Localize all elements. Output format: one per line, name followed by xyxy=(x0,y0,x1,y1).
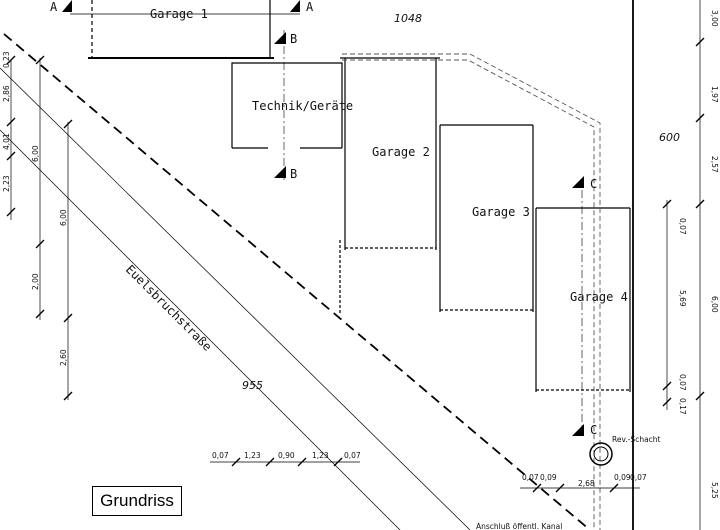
parcel-1048: 1048 xyxy=(394,12,422,25)
dim-left-inner-1: 6,00 xyxy=(59,209,68,226)
parcel-955: 955 xyxy=(242,379,263,392)
dim-left-inner-2: 2,60 xyxy=(59,349,68,366)
section-c-bottom-icon xyxy=(572,424,584,436)
rev-schacht-label: Rev.-Schacht xyxy=(612,435,661,444)
dim-br-3: 2,68 xyxy=(578,479,595,488)
garage-2 xyxy=(339,57,440,315)
street-name: Euelsbruchstraße xyxy=(123,262,215,354)
section-c-top-label: C xyxy=(590,177,597,191)
parcel-600: 600 xyxy=(659,131,680,144)
dimension-lines xyxy=(10,0,701,530)
dim-bottom-5: 0,07 xyxy=(344,451,361,460)
dim-left-mid-1: 6,00 xyxy=(31,145,40,162)
dim-right-outer-3: 2,57 xyxy=(710,156,719,173)
dim-right-outer-2: 1,97 xyxy=(710,86,719,103)
dim-left-mid-2: 2,00 xyxy=(31,273,40,290)
dim-right-inner-2: 5,69 xyxy=(678,290,687,307)
dim-right-inner-1: 0,07 xyxy=(678,218,687,235)
rev-schacht xyxy=(581,190,613,466)
street-edge-upper xyxy=(0,67,471,530)
dim-bottom-3: 0,90 xyxy=(278,451,295,460)
section-b-bottom-label: B xyxy=(290,167,297,181)
kanal-note: Anschluß öffentl. Kanal xyxy=(476,522,562,530)
section-c-bottom-label: C xyxy=(590,423,597,437)
section-a-left-label: A xyxy=(50,0,58,14)
section-a-right-icon xyxy=(290,0,300,12)
parcel-lines xyxy=(0,0,634,530)
dim-right-outer-1: 3,00 xyxy=(710,10,719,27)
dim-bottom-1: 0,07 xyxy=(212,451,229,460)
section-b-top-label: B xyxy=(290,32,297,46)
garage-4 xyxy=(535,207,631,392)
section-a-right-label: A xyxy=(306,0,314,14)
dim-right-inner-4: 0,17 xyxy=(678,398,687,415)
garage-3-label: Garage 3 xyxy=(472,205,530,219)
dim-br-1: 0,07 xyxy=(522,473,539,482)
dim-right-outer-4: 6,00 xyxy=(710,296,719,313)
street-edge-lower xyxy=(0,129,401,530)
garage-4-label: Garage 4 xyxy=(570,290,628,304)
garage-1-label: Garage 1 xyxy=(150,7,208,21)
dim-left-outer-1: 2,86 xyxy=(2,85,11,102)
dim-left-top: 0,23 xyxy=(2,51,11,68)
technik-label: Technik/Geräte xyxy=(252,99,353,113)
dim-right-outer-5: 5,25 xyxy=(710,482,719,499)
section-b-bottom-icon xyxy=(274,166,286,178)
dim-left-outer-3: 2,23 xyxy=(2,175,11,192)
dimension-ticks xyxy=(6,37,705,493)
dim-right-inner-3: 0,07 xyxy=(678,374,687,391)
section-markers xyxy=(62,0,584,436)
garage-2-label: Garage 2 xyxy=(372,145,430,159)
section-b-top-icon xyxy=(274,32,286,44)
dim-br-2: 0,09 xyxy=(540,473,557,482)
dim-bottom-4: 1,23 xyxy=(312,451,329,460)
dim-br-4: 0,09 xyxy=(614,473,631,482)
garage-3 xyxy=(439,124,534,312)
dim-bottom-2: 1,23 xyxy=(244,451,261,460)
section-a-left-icon xyxy=(62,0,72,12)
dim-br-5: 0,07 xyxy=(630,473,647,482)
technik-room xyxy=(231,30,343,180)
drawing-title: Grundriss xyxy=(92,486,182,516)
sewer-pipe xyxy=(342,53,601,530)
garage-1 xyxy=(70,0,300,59)
dim-left-outer-2: 4,01 xyxy=(2,133,11,150)
section-c-top-icon xyxy=(572,176,584,188)
